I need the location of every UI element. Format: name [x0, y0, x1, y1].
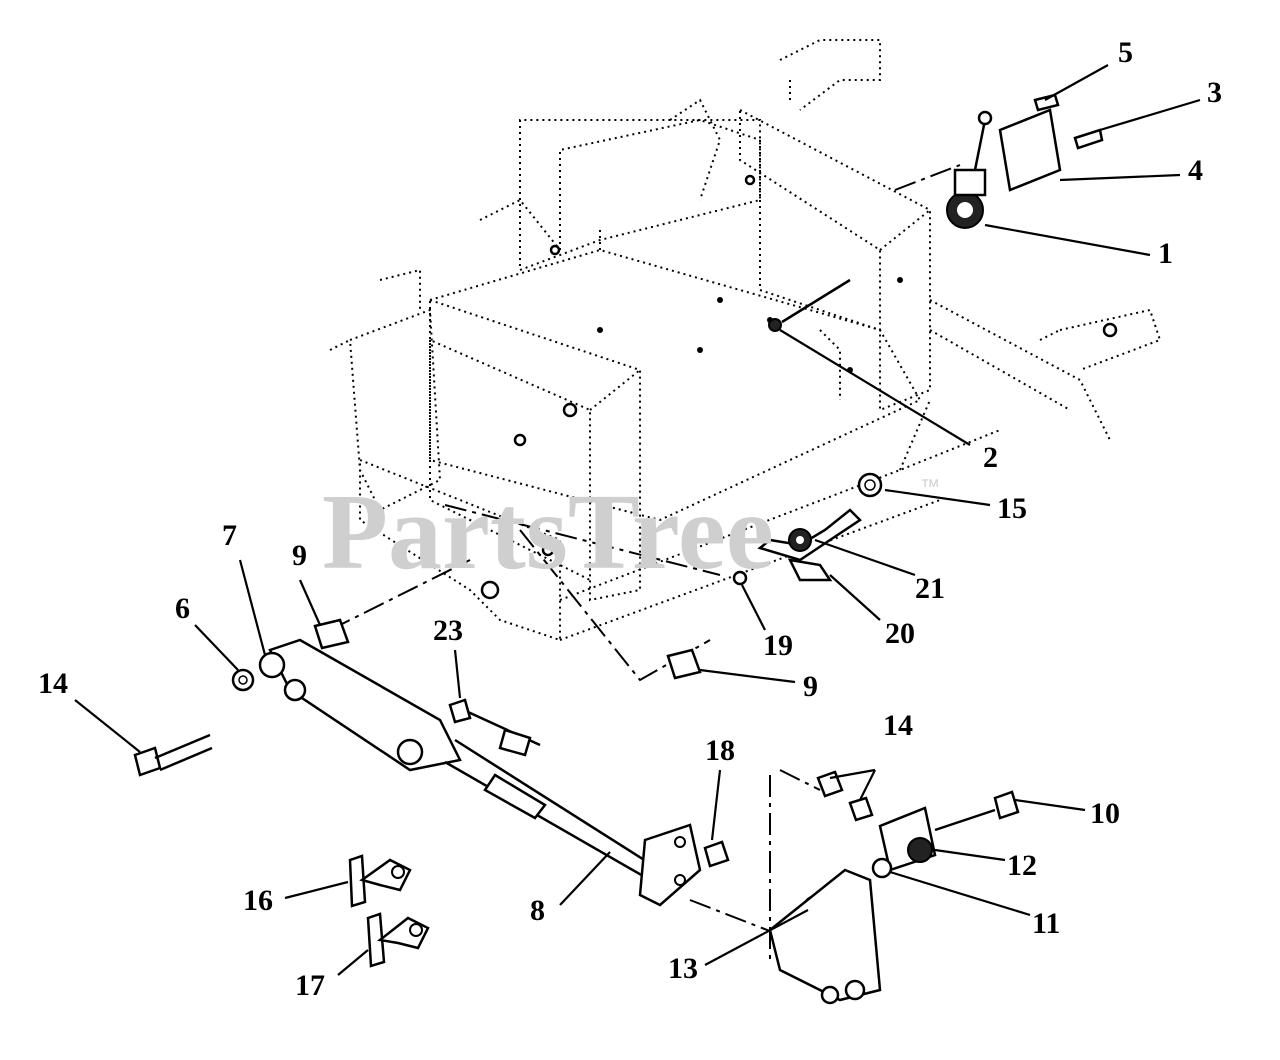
- callout-15: 14: [38, 667, 68, 700]
- callout-11: 11: [1032, 907, 1060, 940]
- callout-12: 12: [1007, 849, 1037, 882]
- clips: [348, 854, 430, 968]
- arm-assembly: [732, 472, 883, 586]
- callout-19: 18: [705, 734, 735, 767]
- nut-19: [703, 840, 730, 868]
- callout-9-lower: 9: [803, 670, 818, 703]
- callouts: 5 3 4 1 2 15 21 20 19 9 9 7 6 14 23 18 1…: [38, 36, 1222, 1002]
- callout-4: 4: [1188, 154, 1203, 187]
- callout-8: 8: [530, 894, 545, 927]
- switch-assembly: [946, 93, 1104, 229]
- callout-9-upper: 9: [292, 539, 307, 572]
- callout-22: 21: [915, 572, 945, 605]
- screw-2: [768, 278, 851, 332]
- callout-3: 3: [1207, 76, 1222, 109]
- callout-10: 10: [1090, 797, 1120, 830]
- callout-21: 20: [885, 617, 915, 650]
- watermark: PartsTree: [322, 473, 774, 592]
- callout-20: 19: [763, 629, 793, 662]
- callout-17: 16: [243, 884, 273, 917]
- chassis-frame: [329, 39, 1162, 642]
- callout-18: 17: [295, 969, 325, 1002]
- actuator-rod: [258, 638, 702, 907]
- callout-1: 1: [1158, 237, 1173, 270]
- bolt-15: [133, 668, 255, 777]
- callout-13: 13: [668, 952, 698, 985]
- callout-2: 2: [983, 441, 998, 474]
- callout-7: 7: [222, 519, 237, 552]
- frame-holes: [480, 174, 1118, 600]
- callout-23: 23: [433, 614, 463, 647]
- leader-lines: [74, 64, 1201, 976]
- bolt-23: [448, 698, 541, 757]
- callout-14: 14: [883, 709, 913, 742]
- callout-6: 6: [175, 592, 190, 625]
- callout-5: 5: [1118, 36, 1133, 69]
- bracket-hardware: [689, 769, 1020, 1005]
- watermark-trademark: ™: [920, 476, 940, 498]
- spacer-9: [313, 618, 702, 680]
- callout-16: 15: [997, 492, 1027, 525]
